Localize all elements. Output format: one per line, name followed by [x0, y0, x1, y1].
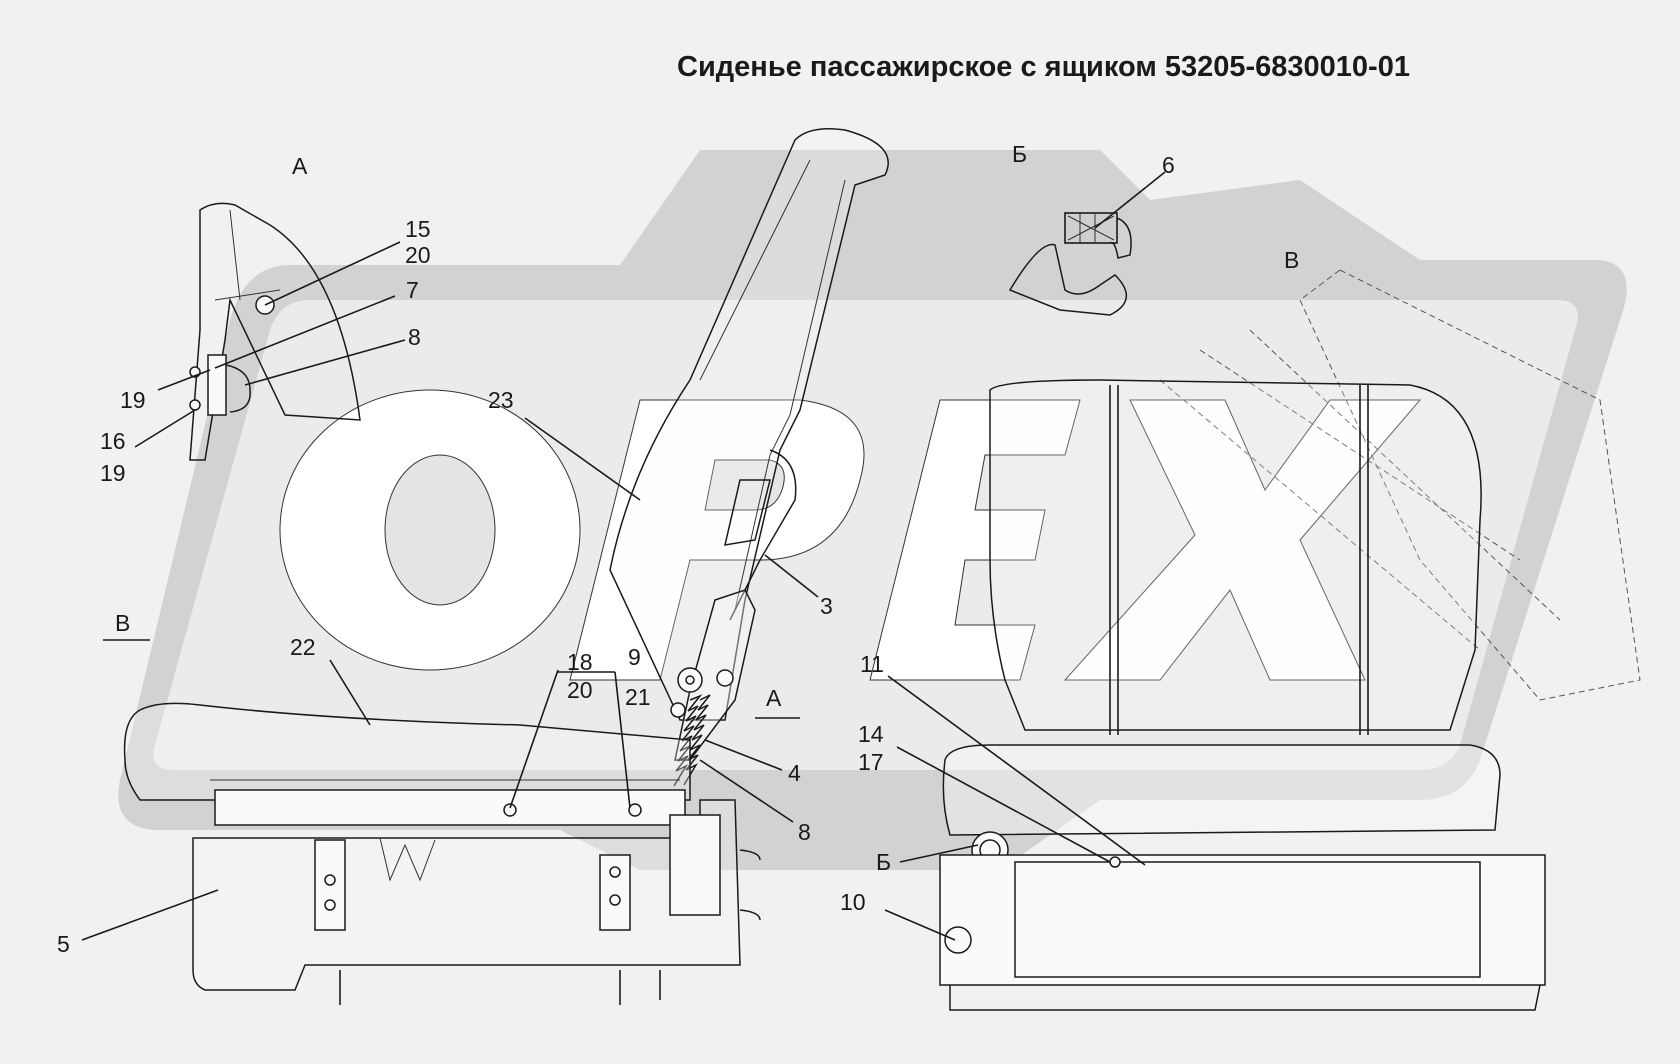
view-a-label: А: [292, 153, 308, 179]
watermark-letter-p: [569, 399, 865, 681]
watermark-logo: [118, 150, 1627, 870]
callout-11: 11: [860, 651, 884, 677]
section-marker-a: А: [766, 685, 782, 711]
callout-19: 19: [120, 387, 146, 413]
callout-10: 10: [840, 889, 866, 915]
spring: [673, 694, 711, 787]
callout-3: 3: [820, 593, 833, 619]
callout-8: 8: [798, 819, 811, 845]
callout-17: 17: [858, 749, 884, 775]
seat-cushion-left: [123, 702, 691, 826]
callout-22: 22: [290, 634, 316, 660]
section-marker-v: В: [115, 610, 130, 636]
callout-6: 6: [1162, 152, 1175, 178]
callout-7: 7: [406, 277, 419, 303]
callout-19: 19: [100, 460, 126, 486]
storage-box-left: [192, 799, 761, 1005]
callout-20: 20: [405, 242, 431, 268]
view-b-label: Б: [1012, 141, 1027, 167]
view-v-label: В: [1284, 247, 1299, 273]
leader-lines: [81, 171, 1166, 941]
backrest: [609, 128, 889, 721]
diagram-title: Сиденье пассажирское с ящиком 53205-6830…: [677, 51, 1410, 83]
callout-16: 16: [100, 428, 126, 454]
callout-18: 18: [567, 649, 593, 675]
callout-9: 9: [628, 644, 641, 670]
hinge-assembly: [670, 589, 756, 787]
watermark-letter-x: [1063, 399, 1422, 681]
callout-21: 21: [625, 684, 651, 710]
callout-8: 8: [408, 324, 421, 350]
callout-4: 4: [788, 760, 801, 786]
detail-view-v: [939, 269, 1641, 1011]
section-marker-b: Б: [876, 849, 891, 875]
callout-5: 5: [57, 931, 70, 957]
callout-15: 15: [405, 216, 431, 242]
callout-23: 23: [488, 387, 514, 413]
callout-20: 20: [567, 677, 593, 703]
watermark-letter-e: [869, 399, 1081, 681]
callout-14: 14: [858, 721, 884, 747]
